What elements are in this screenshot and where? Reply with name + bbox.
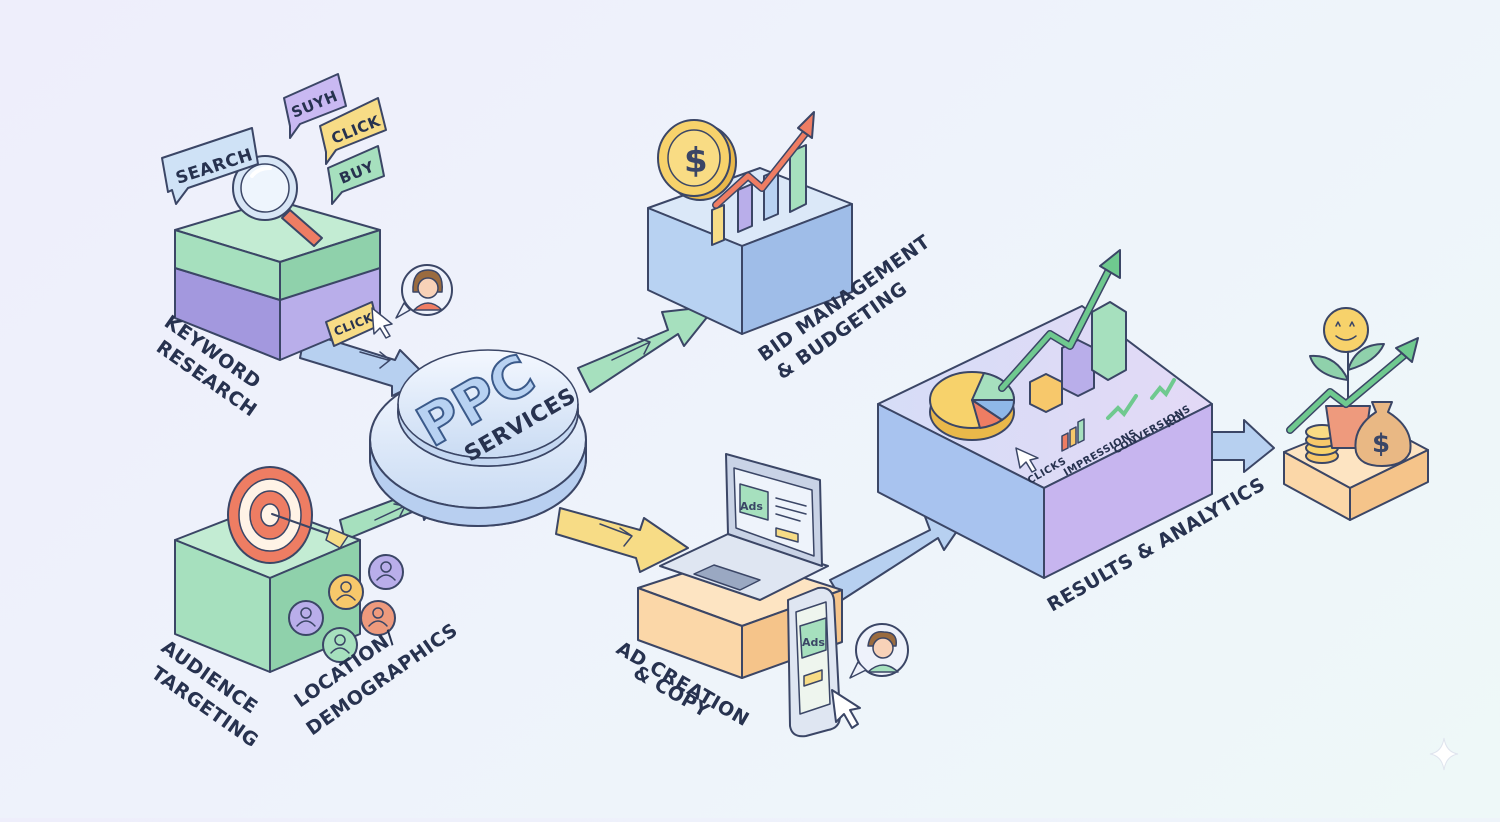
phone-ad-text: Ads: [802, 636, 825, 649]
bubble-buy: BUY: [327, 145, 385, 205]
bid-management-node: $ BID MANAGEMENT & BUDGETING: [647, 111, 934, 384]
coin-dollar-sign: $: [684, 141, 708, 181]
ppc-services-hub: PPC SERVICES: [369, 341, 587, 527]
bubble-click: CLICK: [319, 97, 387, 165]
phone-icon: Ads: [787, 586, 861, 738]
ad-creation-node: Ads Ads AD CREATION & COPY: [613, 453, 909, 738]
results-bar-chart: [998, 249, 1127, 413]
conversions-trend-icon: [1106, 394, 1138, 420]
growth-arrow-icon: [1286, 337, 1419, 434]
keyword-research-node: SEARCH SUYH CLICK BUY CLICK KEYWORD: [152, 73, 453, 421]
click-tag: CLICK: [325, 301, 393, 347]
arrow-hub-to-ad: [555, 507, 689, 573]
growth-outcome-node: $: [1283, 307, 1429, 521]
bid-bar-chart: [711, 111, 815, 246]
arrow-results-to-outcome: [1209, 419, 1275, 473]
bag-dollar-sign: $: [1372, 429, 1390, 459]
money-bag-icon: $: [1354, 401, 1412, 467]
impressions-bars-icon: [1061, 432, 1069, 452]
pie-chart-icon: [929, 371, 1016, 441]
laptop-ad-text: Ads: [740, 500, 763, 513]
target-icon: [227, 466, 349, 564]
laptop-icon: Ads: [659, 453, 829, 601]
avatar-male: [849, 623, 909, 679]
metric-icons: [1015, 378, 1176, 473]
magnifier-icon: [232, 155, 323, 247]
avatar-female: [395, 264, 453, 319]
clicks-cursor-icon: [1015, 447, 1039, 473]
results-analytics-node: CLICKS IMPRESSIONS CONVERSIONS ROI RESUL…: [877, 249, 1269, 616]
sparkle-icon: [1429, 737, 1459, 771]
cursor-icon: [371, 307, 393, 339]
arrow-hub-to-bid: [577, 305, 717, 393]
coin-icon: $: [657, 119, 737, 201]
pointer-icon: [831, 689, 861, 729]
people-icons: [288, 554, 404, 663]
roi-trend-icon: [1150, 378, 1176, 400]
